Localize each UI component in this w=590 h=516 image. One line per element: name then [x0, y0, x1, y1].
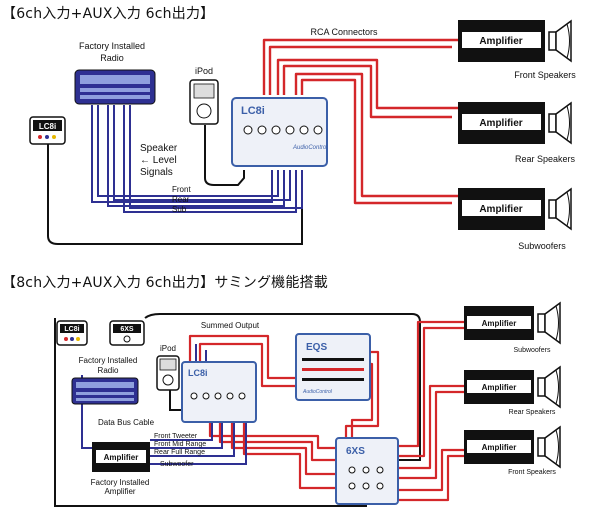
top-speaker-level-1: Speaker [140, 143, 178, 154]
top-amplifier-rear: Amplifier [458, 102, 545, 144]
top-aux-cable [47, 125, 303, 245]
bottom-amplifier-rear: Amplifier [464, 370, 534, 404]
bottom-amplifier-sub: Amplifier [464, 306, 534, 340]
top-wire-sub: Sub [172, 205, 187, 214]
top-subwoofer-icon [548, 188, 572, 230]
top-lc8i-badge: LC8i [29, 116, 66, 145]
top-speaker-level-wires [91, 105, 303, 213]
top-lc8i-logo: LC8i [241, 105, 265, 117]
bottom-amplifier-front: Amplifier [464, 430, 534, 464]
svg-text:Amplifier: Amplifier [479, 204, 522, 215]
bottom-front-speaker-icon [537, 426, 561, 468]
top-rear-speakers-label: Rear Speakers [515, 154, 576, 164]
bottom-factory-radio-label-2: Radio [98, 366, 119, 375]
bottom-ipod-label: iPod [160, 344, 176, 353]
bottom-subwoofer-icon [537, 302, 561, 344]
top-wire-front: Front [172, 185, 191, 194]
top-factory-radio-label-2: Radio [100, 53, 124, 63]
top-amplifier-front: Amplifier [458, 20, 545, 62]
top-ipod [189, 79, 219, 125]
top-wire-rear: Rear [172, 195, 190, 204]
bottom-factory-amp-label-1: Factory Installed [91, 478, 150, 487]
top-wire-labels: RCA Connectors Speaker ← Level Signals F… [140, 27, 378, 214]
bottom-lc8i-badge: LC8i [56, 320, 88, 346]
top-ipod-label: iPod [195, 66, 213, 76]
top-speaker-level-3: Signals [140, 167, 173, 178]
svg-text:AudioControl: AudioControl [302, 389, 333, 395]
bottom-6xs-badge: 6XS [109, 320, 145, 346]
svg-text:LC8i: LC8i [188, 368, 208, 378]
bottom-factory-amp-label-2: Amplifier [104, 487, 135, 496]
top-factory-radio-label-1: Factory Installed [79, 41, 145, 51]
top-front-speakers-label: Front Speakers [514, 70, 576, 80]
svg-text:Amplifier: Amplifier [482, 383, 517, 392]
svg-text:Amplifier: Amplifier [104, 453, 139, 462]
bottom-lc8i-device: LC8i [181, 361, 257, 423]
bottom-eqs-device: EQS AudioControl [295, 333, 371, 401]
svg-text:Amplifier: Amplifier [479, 118, 522, 129]
bottom-diagram: LC8i 6XS Factory Installed Radio iPod S [54, 302, 561, 507]
svg-text:Subwoofer: Subwoofer [160, 461, 194, 468]
bottom-diagram-heading: 【8ch入力+AUX入力 6ch出力】サミング機能搭載 [2, 275, 328, 291]
svg-text:6XS: 6XS [346, 446, 365, 457]
bottom-factory-radio [71, 377, 139, 405]
bottom-rca-wires [188, 320, 470, 502]
svg-text:EQS: EQS [306, 342, 327, 353]
top-speaker-level-2: ← Level [140, 155, 177, 166]
top-amplifier-sub: Amplifier [458, 188, 545, 230]
top-subwoofers-label: Subwoofers [518, 241, 566, 251]
bottom-rear-speaker-icon [537, 366, 561, 408]
svg-text:Amplifier: Amplifier [479, 36, 522, 47]
svg-text:Rear Full Range: Rear Full Range [154, 449, 205, 456]
top-diagram: Factory Installed Radio iPod LC8i LC8i A… [29, 20, 576, 251]
svg-text:LC8i: LC8i [64, 326, 79, 333]
bottom-rear-speakers-label: Rear Speakers [509, 409, 556, 416]
top-lc8i-badge-text: LC8i [39, 122, 56, 131]
svg-text:Amplifier: Amplifier [482, 319, 517, 328]
top-rear-speaker-icon [548, 102, 572, 144]
top-factory-radio [74, 69, 156, 105]
bottom-factory-amplifier: Amplifier [92, 442, 150, 472]
svg-text:Front Mid Range: Front Mid Range [154, 441, 206, 448]
top-lc8i-device: LC8i AudioControl [231, 97, 328, 167]
bottom-6xs-device: 6XS [335, 437, 399, 505]
top-diagram-heading: 【6ch入力+AUX入力 6ch出力】 [2, 6, 215, 22]
bottom-subwoofers-label: Subwoofers [514, 347, 551, 354]
svg-text:Amplifier: Amplifier [482, 443, 517, 452]
top-rca-wires [262, 38, 458, 205]
bottom-front-speakers-label: Front Speakers [508, 469, 556, 476]
top-rca-label: RCA Connectors [310, 27, 378, 37]
bottom-ipod [156, 355, 180, 391]
bottom-wire-labels: Front Tweeter Front Mid Range Rear Full … [154, 433, 206, 468]
bottom-summed-output-label: Summed Output [201, 321, 260, 330]
svg-text:Front Tweeter: Front Tweeter [154, 433, 198, 440]
bottom-data-bus-label: Data Bus Cable [98, 418, 155, 427]
bottom-factory-radio-label-1: Factory Installed [79, 356, 138, 365]
top-front-speaker-icon [548, 20, 572, 62]
top-lc8i-brand: AudioControl [292, 145, 328, 151]
svg-text:6XS: 6XS [120, 326, 134, 333]
